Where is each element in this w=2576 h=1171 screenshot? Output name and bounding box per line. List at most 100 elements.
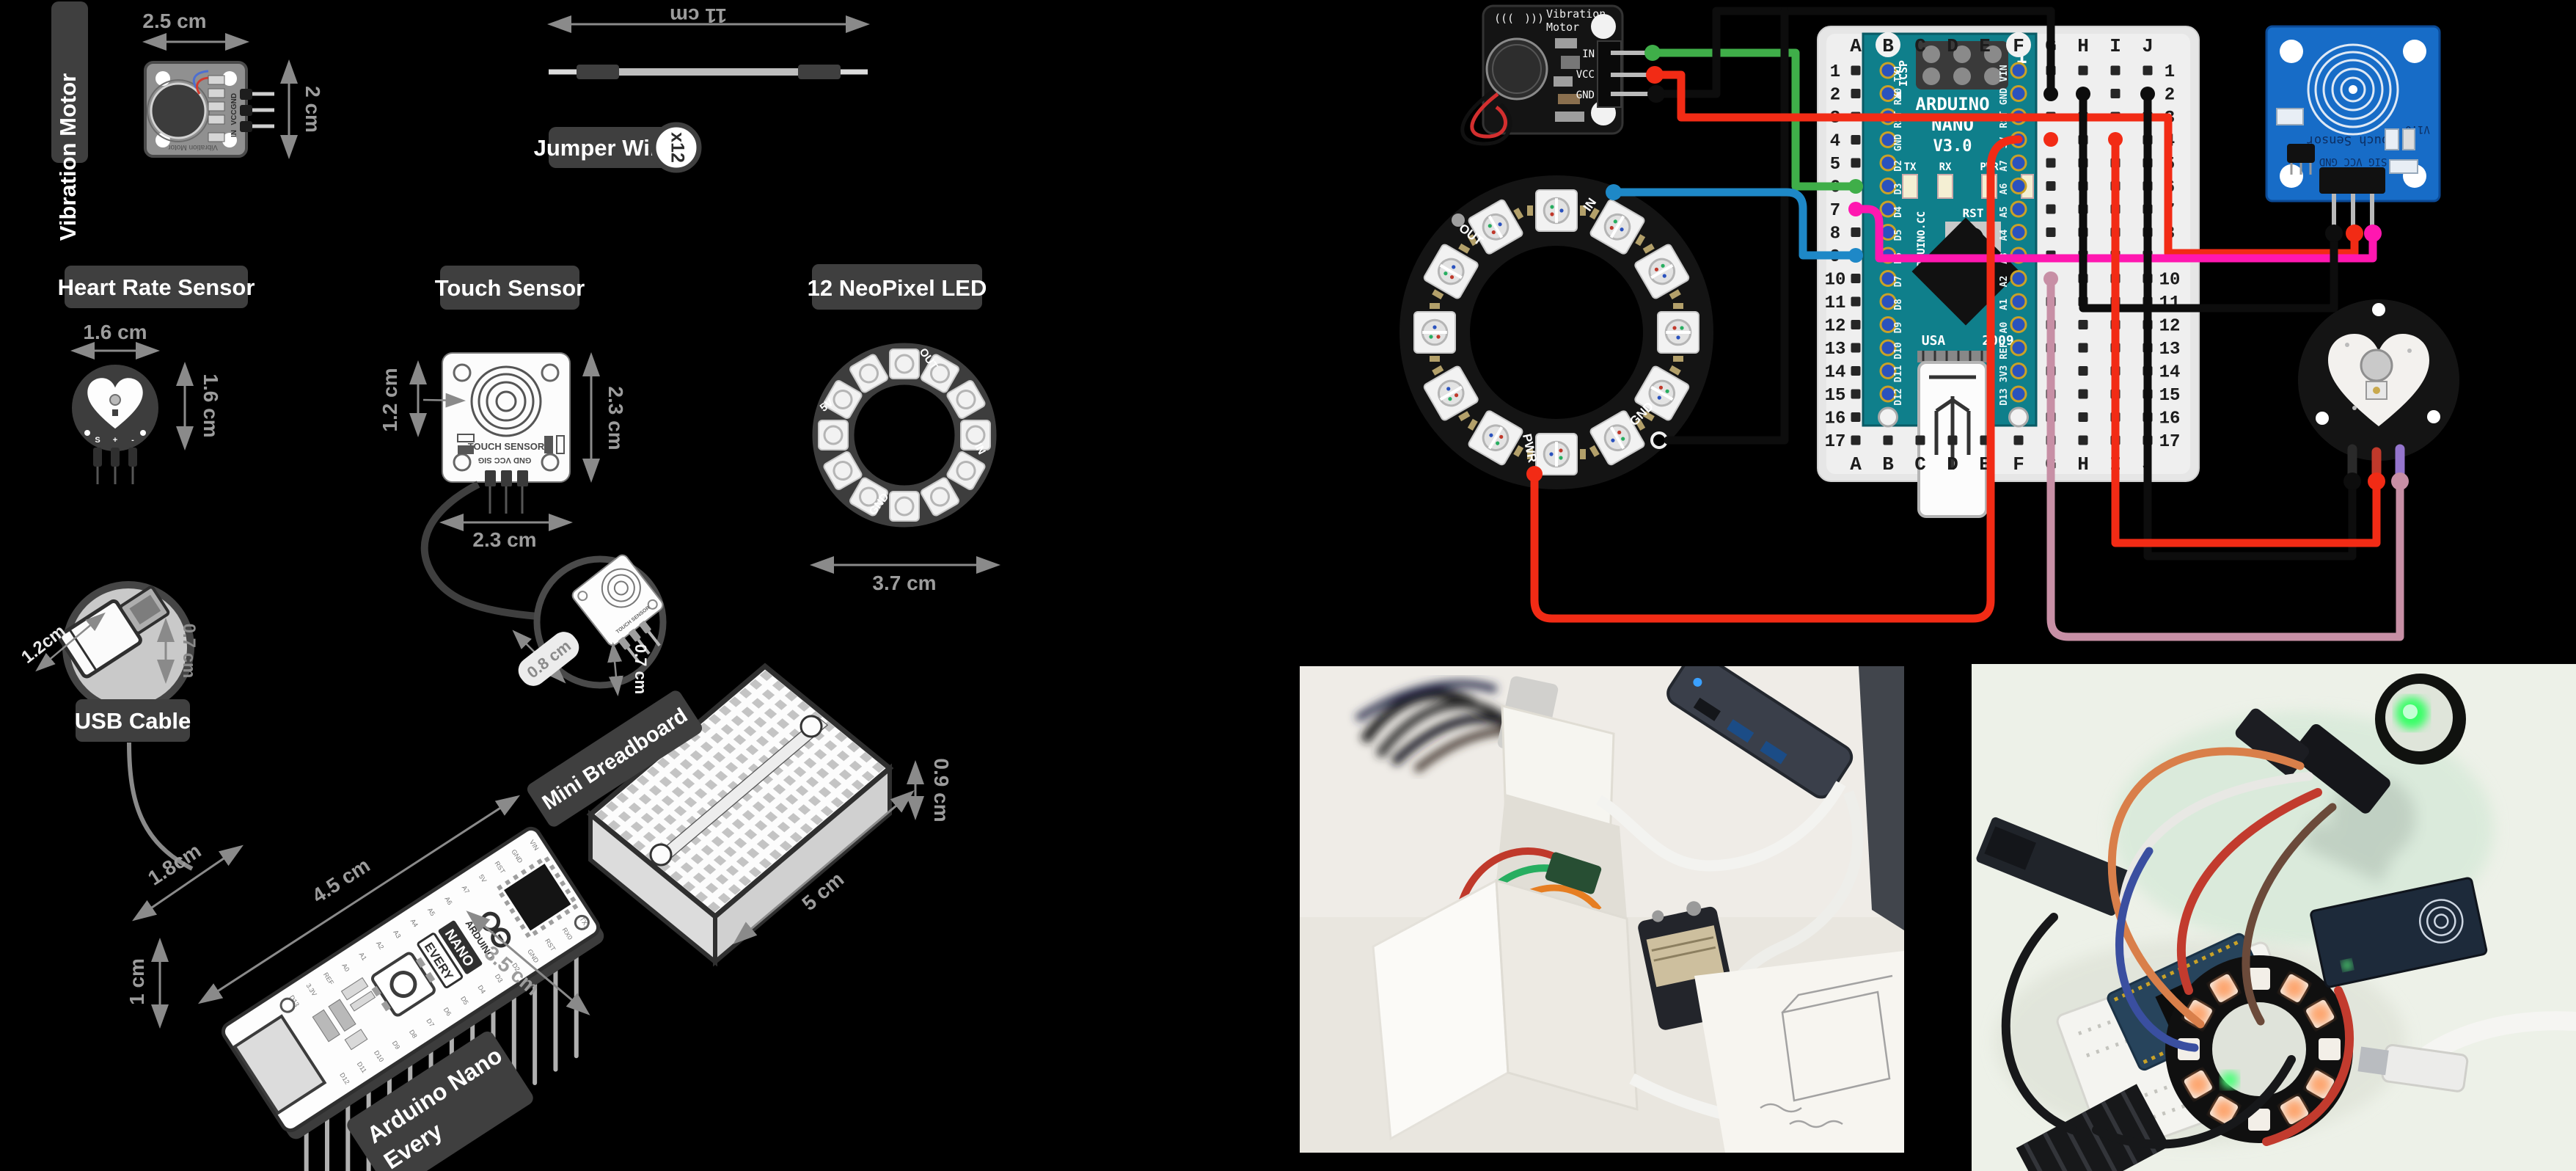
touch-board-text: TOUCH SENSOR: [468, 441, 545, 452]
heart-rate-section: Heart Rate Sensor 1.6 cm S + - 1.6 cm: [58, 266, 255, 484]
vibration-pin-in: IN: [230, 130, 238, 137]
wire-black-ring-gnd: [1664, 7, 1789, 445]
vibration-motor-label-pill: [51, 1, 88, 163]
arduino-width-dim: 1.8cm: [144, 839, 205, 889]
led-rx-label: RX: [1939, 161, 1952, 173]
nano-pin-D9: D9: [1893, 322, 1904, 334]
wire-black-heart-gnd: [2143, 90, 2357, 561]
wiring-heart-module: [2298, 299, 2459, 482]
white-cable: [1596, 781, 1846, 872]
bb-row-right-1: 1: [2165, 62, 2175, 82]
neopixel-led: [1423, 243, 1479, 300]
icsp-label: ICSP: [1897, 60, 1910, 87]
nano-pin-D13: D13: [1999, 388, 2010, 405]
bb-row-right-15: 15: [2159, 386, 2181, 406]
neopixel-led: [946, 451, 986, 490]
bb-row-2: 2: [1830, 86, 1840, 106]
neopixel-led: [849, 354, 888, 393]
neopixel-led: [1413, 303, 1456, 362]
neopixel-led: [1634, 243, 1690, 300]
nano-pin-D11: D11: [1893, 365, 1904, 383]
jumper-connector-right: [798, 65, 841, 79]
nano-pin-D10: D10: [1893, 342, 1904, 360]
bb-col-C: C: [1914, 35, 1926, 57]
nano-pin-D5: D5: [1893, 230, 1904, 241]
touch-sensor-photo: [2310, 877, 2488, 988]
bb-row-right-16: 16: [2159, 409, 2181, 429]
bb-row-right-10: 10: [2159, 271, 2181, 291]
heart-rate-label: Heart Rate Sensor: [58, 274, 255, 300]
bb-row-12: 12: [1825, 317, 1846, 337]
breadboard-height-dim: 0.9 cm: [930, 758, 953, 822]
bb-col-E: E: [1979, 35, 1991, 57]
wiring-wires: [1526, 7, 2409, 641]
nano-pin-D7: D7: [1893, 276, 1904, 288]
heart-pin-s: S: [95, 436, 100, 445]
bb-row-7: 7: [1830, 201, 1840, 221]
nano-pin-REF: REF: [1999, 342, 2010, 360]
jumper-wires-section: 11 cm Jumper Wires x12: [534, 4, 870, 173]
touch-pins-text: GND VCC SIG: [478, 456, 532, 464]
jumper-count: x12: [667, 132, 687, 163]
bb-col-bottom-D: D: [1947, 453, 1958, 475]
led-tx-label: TX: [1904, 161, 1917, 173]
touch-pad-dim: 1.2 cm: [378, 368, 401, 431]
nano-pin-3V3: 3V3: [1999, 365, 2010, 382]
usb-hub: [1666, 666, 1854, 799]
heart-rate-label-pill: [65, 266, 248, 308]
touch-height-dim: 2.3 cm: [604, 386, 627, 450]
bb-col-bottom-B: B: [1882, 453, 1894, 475]
neopixel-ring-photo: [2165, 955, 2353, 1143]
wiring-vibration-module: ((( ))) Vibration Motor IN VCC GND: [1460, 4, 1652, 146]
neopixel-led: [960, 420, 991, 450]
bb-col-bottom-C: C: [1914, 453, 1926, 475]
bb-row-11: 11: [1825, 293, 1846, 313]
nano-pin-TX1: TX1: [1893, 65, 1904, 82]
nano-pin-A4: A4: [1999, 230, 2010, 241]
touch-sensor-diagram: TOUCH SENSOR GND VCC SIG: [442, 352, 571, 514]
nano-pin-VIN: VIN: [1999, 65, 2010, 82]
bb-row-right-2: 2: [2165, 86, 2175, 106]
wiring-touch-module: Touch Sensor V1.0 SIG VCC GND: [2265, 25, 2441, 227]
neopixel-led: [921, 477, 959, 517]
bb-col-F: F: [2013, 35, 2024, 57]
bb-row-right-14: 14: [2159, 363, 2181, 383]
nano-pin-D12: D12: [1893, 388, 1904, 405]
jumper-connector-left: [577, 65, 619, 79]
motor-disc: [150, 82, 207, 139]
bb-row-17: 17: [1825, 432, 1846, 452]
vibration-motor-diagram: GND VCC IN Vibration Motor: [144, 61, 274, 158]
bb-col-I: I: [2110, 35, 2121, 57]
bb-row-right-13: 13: [2159, 340, 2181, 360]
wire-dots: [1526, 45, 2409, 490]
nano-pin-RX0: RX0: [1893, 88, 1904, 106]
neopixel-led: [1527, 433, 1586, 475]
bb-row-5: 5: [1830, 155, 1840, 175]
vibration-pin-in: IN: [1582, 48, 1595, 60]
wire-red-heart-vcc: [2111, 135, 2381, 547]
bb-col-J: J: [2142, 35, 2154, 57]
neopixel-led: [1634, 365, 1690, 422]
bb-col-H: H: [2077, 35, 2089, 57]
bb-col-bottom-A: A: [1850, 453, 1862, 475]
neopixel-led: [1423, 365, 1479, 422]
bb-row-14: 14: [1825, 363, 1846, 383]
neopixel-led: [849, 477, 888, 517]
usb-label-pill: [76, 699, 190, 742]
touch-sensor-side-inset: TOUCH SENSOR 0.8 cm 0.7 cm: [512, 554, 667, 696]
neopixel-led: [889, 349, 920, 379]
bb-col-D: D: [1947, 35, 1958, 57]
neopixel-led: [823, 451, 863, 490]
usb-plug-photo: [2357, 1043, 2469, 1092]
touch-label: Touch Sensor: [435, 275, 585, 301]
neopixel-led: [823, 380, 863, 419]
neopixel-led: [946, 380, 986, 419]
vibration-pin-vcc: VCC: [1576, 69, 1595, 81]
neopixel-led: [921, 354, 959, 393]
nano-pin-D2: D2: [1893, 160, 1904, 172]
bb-row-16: 16: [1825, 409, 1846, 429]
bb-col-B: B: [1882, 35, 1894, 57]
